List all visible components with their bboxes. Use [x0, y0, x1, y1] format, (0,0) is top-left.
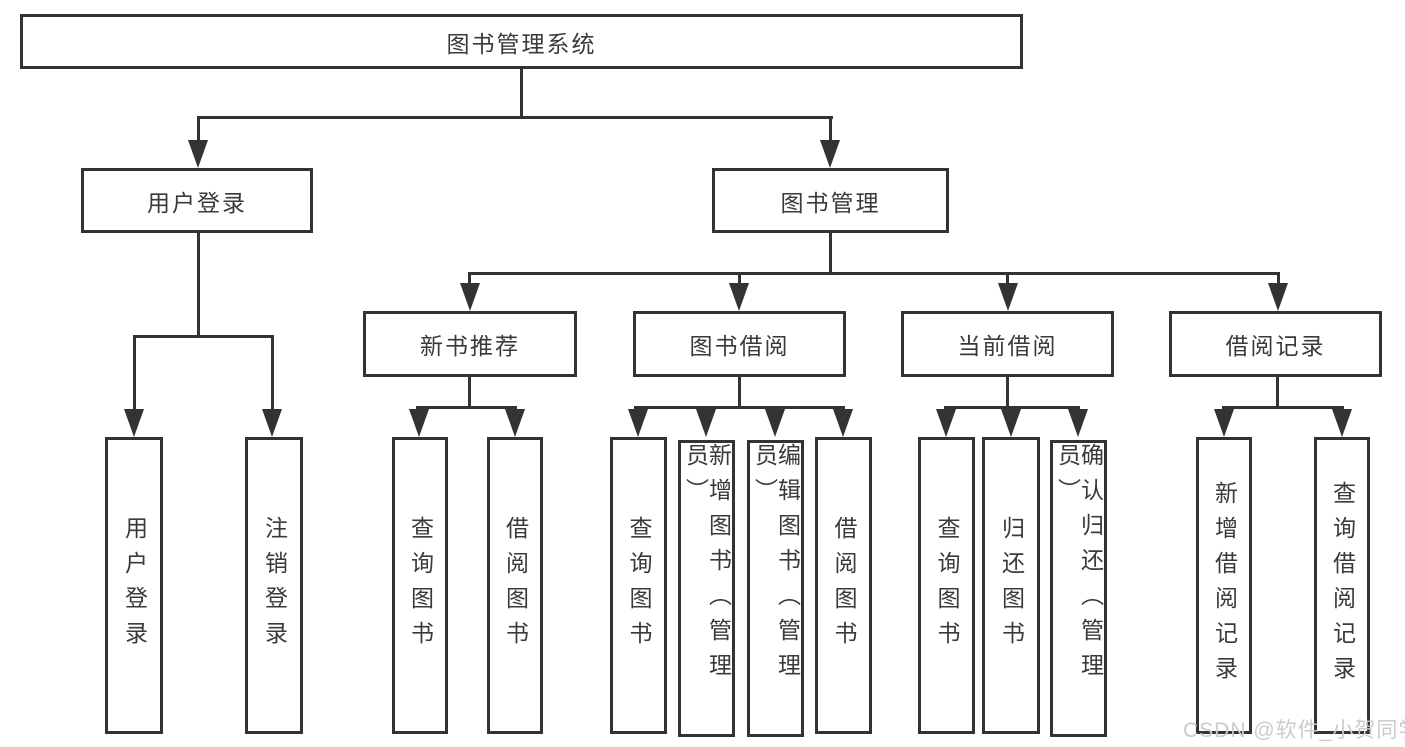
connector-line — [634, 406, 845, 409]
arrow-down-icon — [124, 409, 144, 437]
arrow-down-icon — [1332, 409, 1352, 437]
node-label: 查询图书 — [626, 515, 652, 656]
node-label: 用户登录 — [147, 189, 247, 216]
arrow-down-icon — [188, 140, 208, 168]
connector-line — [520, 69, 523, 118]
node-book-borrowing: 图书借阅 — [633, 311, 846, 377]
arrow-down-icon — [628, 409, 648, 437]
arrow-down-icon — [936, 409, 956, 437]
node-label: 借阅记录 — [1225, 333, 1326, 359]
node-label: 注销登录 — [261, 515, 288, 656]
connector-line — [829, 116, 832, 142]
arrow-down-icon — [998, 283, 1018, 311]
node-borrowing-records: 借阅记录 — [1169, 311, 1382, 377]
leaf-query-books-current: 查询图书 — [918, 437, 975, 734]
watermark: CSDN @软件_小贺同学 — [1183, 719, 1405, 742]
node-new-book-recommend: 新书推荐 — [363, 311, 577, 377]
node-library-system: 图书管理系统 — [20, 14, 1023, 69]
node-label: 查询借阅记录 — [1329, 480, 1356, 691]
node-label: 借阅图书 — [502, 515, 529, 656]
connector-line — [468, 272, 1280, 275]
node-label: 查询图书 — [407, 515, 434, 656]
arrow-down-icon — [409, 409, 429, 437]
node-label: 借阅图书 — [831, 515, 857, 656]
leaf-confirm-return-admin: 确认归还（管理员） — [1050, 440, 1107, 737]
node-label: 图书借阅 — [689, 333, 790, 359]
connector-line — [271, 335, 274, 409]
arrow-down-icon — [765, 409, 785, 437]
connector-line — [944, 406, 1080, 409]
connector-line — [133, 335, 274, 338]
connector-line — [1006, 272, 1009, 286]
leaf-logout: 注销登录 — [245, 437, 303, 734]
connector-line — [1276, 377, 1279, 408]
node-label: 新书推荐 — [420, 333, 520, 359]
connector-line — [197, 116, 200, 142]
arrow-down-icon — [833, 409, 853, 437]
connector-line — [416, 406, 517, 409]
arrow-down-icon — [262, 409, 282, 437]
leaf-add-books-admin: 新增图书（管理员） — [678, 440, 735, 737]
leaf-borrow-books-borrowing: 借阅图书 — [815, 437, 872, 734]
leaf-add-borrow-record: 新增借阅记录 — [1196, 437, 1252, 734]
node-label: 归还图书 — [998, 515, 1025, 656]
arrow-down-icon — [1068, 409, 1088, 437]
leaf-query-borrow-record: 查询借阅记录 — [1314, 437, 1370, 734]
arrow-down-icon — [820, 140, 840, 168]
node-label: 新增借阅记录 — [1211, 480, 1238, 691]
leaf-query-books-recommend: 查询图书 — [392, 437, 448, 734]
leaf-user-login: 用户登录 — [105, 437, 163, 734]
node-label: 确认归还（管理员） — [1054, 443, 1104, 688]
connector-line — [829, 233, 832, 274]
arrow-down-icon — [729, 283, 749, 311]
connector-line — [133, 335, 136, 409]
leaf-query-books-borrowing: 查询图书 — [610, 437, 667, 734]
node-label: 用户登录 — [121, 515, 148, 656]
leaf-return-books: 归还图书 — [982, 437, 1040, 734]
connector-line — [468, 272, 471, 286]
arrow-down-icon — [1001, 409, 1021, 437]
node-label: 图书管理 — [780, 189, 881, 216]
connector-line — [738, 377, 741, 408]
node-current-borrowing: 当前借阅 — [901, 311, 1114, 377]
node-book-management: 图书管理 — [712, 168, 949, 233]
connector-line — [1006, 377, 1009, 408]
arrow-down-icon — [460, 283, 480, 311]
node-user-login: 用户登录 — [81, 168, 313, 233]
arrow-down-icon — [696, 409, 716, 437]
connector-line — [197, 233, 200, 337]
connector-line — [738, 272, 741, 286]
connector-line — [468, 377, 471, 408]
leaf-edit-books-admin: 编辑图书（管理员） — [747, 440, 804, 737]
arrow-down-icon — [1268, 283, 1288, 311]
arrow-down-icon — [505, 409, 525, 437]
node-label: 新增图书（管理员） — [682, 443, 732, 688]
arrow-down-icon — [1214, 409, 1234, 437]
connector-line — [197, 116, 833, 119]
node-label: 当前借阅 — [957, 333, 1058, 359]
connector-line — [1277, 272, 1280, 286]
connector-line — [1222, 406, 1344, 409]
node-label: 查询图书 — [934, 515, 960, 656]
node-label: 编辑图书（管理员） — [751, 443, 801, 688]
leaf-borrow-books-recommend: 借阅图书 — [487, 437, 543, 734]
node-label: 图书管理系统 — [446, 30, 597, 57]
